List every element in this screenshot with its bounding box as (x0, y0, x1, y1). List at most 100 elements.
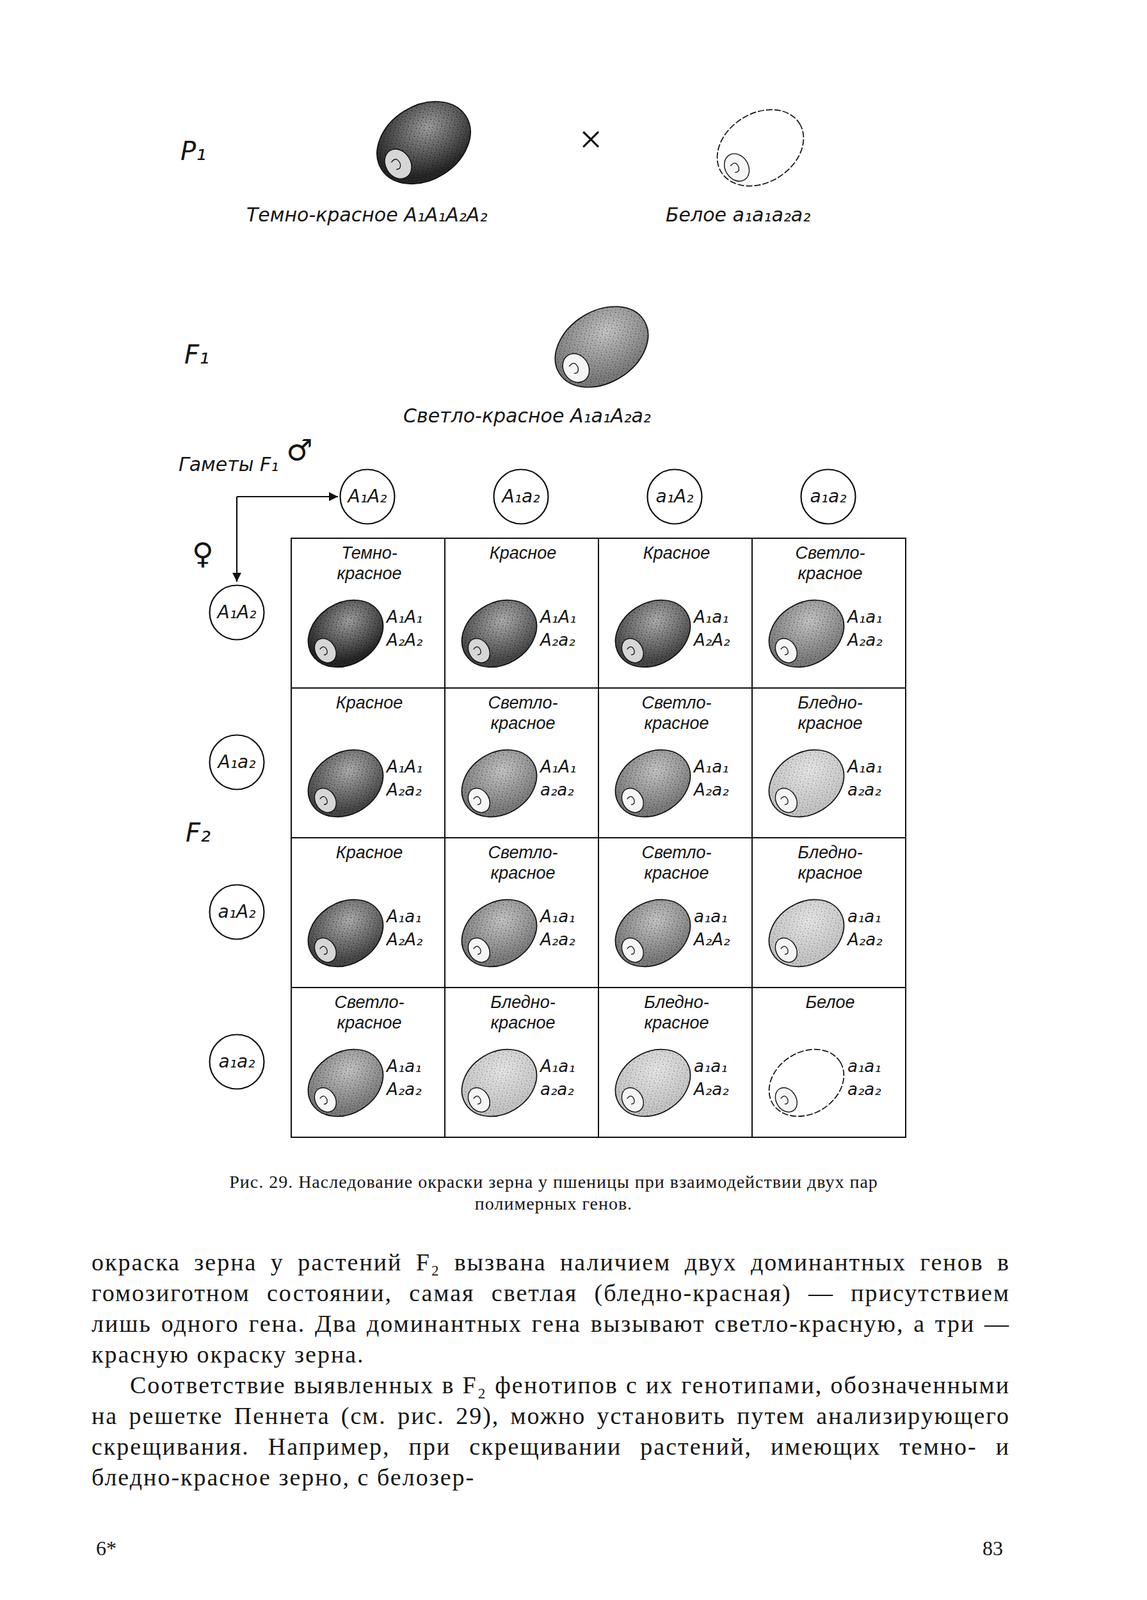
phenotype-name: Светло-красное (469, 842, 577, 884)
punnett-cell: Бледно-красное a₁a₁ A₂a₂ (597, 986, 753, 1139)
gamete-genotype: a₁a₂ (218, 1051, 256, 1073)
gametes-label: Гаметы F₁ (178, 453, 279, 477)
genotype-label: A₁a₁ A₂a₂ (847, 605, 903, 652)
phenotype-name: Светло-красное (316, 992, 423, 1034)
figure-caption: Рис. 29. Наследование окраски зерна у пш… (192, 1171, 916, 1215)
punnett-cell: КрасноеA₁A₁ A₂a₂ (444, 537, 600, 689)
wheat-grain (449, 586, 550, 681)
punnett-cell: Светло-красноеA₁a₁ A₂a₂ (444, 837, 600, 989)
genotype-label: A₁a₁ A₂a₂ (540, 905, 596, 952)
parent-genotype: Белое a₁a₁a₂a₂ (665, 203, 811, 227)
phenotype-name: Светло-красное (777, 542, 884, 584)
generation-label: F₁ (184, 339, 210, 370)
phenotype-name: Светло-красное (469, 692, 577, 734)
wheat-grain (295, 1035, 396, 1130)
phenotype-name: Красное (623, 542, 730, 564)
genotype-label: A₁a₁ a₂a₂ (847, 755, 903, 802)
wheat-grain (295, 736, 396, 831)
wheat-grain (295, 885, 396, 980)
phenotype-name: Бледно-красное (777, 692, 884, 734)
phenotype-name: Бледно-красное (623, 992, 730, 1034)
body-text: Соответствие выявленных в F₂ фенотипов с… (91, 1369, 1011, 1493)
punnett-cell: Светло-красноеA₁a₁ A₂a₂ (751, 537, 907, 689)
gamete-circle: A₁A₂ (208, 584, 265, 641)
genotype-label: A₁A₁ A₂a₂ (540, 605, 596, 652)
wheat-grain (602, 885, 703, 980)
phenotype-name: Красное (316, 692, 423, 714)
genotype-label: A₁a₁ A₂a₂ (693, 755, 749, 802)
phenotype-name: Белое (777, 992, 884, 1013)
wheat-grain (602, 586, 703, 681)
wheat-grain (756, 885, 857, 980)
genotype-label: A₁A₁ a₂a₂ (540, 755, 596, 802)
hybrid-genotype: Светло-красное A₁a₁A₂a₂ (403, 404, 651, 428)
gamete-circle: A₁a₂ (492, 468, 550, 525)
wheat-grain (449, 1035, 550, 1130)
gamete-genotype: a₁a₂ (810, 486, 847, 507)
phenotype-name: Красное (316, 842, 423, 863)
wheat-grain (756, 586, 857, 681)
wheat-grain (361, 84, 486, 201)
punnett-cell: Светло-красноеA₁a₁ A₂a₂ (290, 986, 446, 1139)
genotype-label: a₁a₁ A₂a₂ (847, 905, 903, 952)
wheat-grain (449, 736, 550, 831)
wheat-grain (602, 1035, 703, 1130)
wheat-grain (756, 736, 857, 831)
genotype-label: A₁A₁ A₂A₂ (386, 605, 442, 652)
gamete-circle: a₁A₂ (208, 883, 265, 941)
phenotype-name: Светло-красное (623, 692, 730, 734)
genotype-label: A₁a₁ a₂a₂ (540, 1054, 596, 1101)
wheat-grain (540, 289, 664, 404)
wheat-grain (702, 94, 818, 202)
gamete-genotype: A₁A₂ (348, 486, 388, 507)
genotype-label: A₁A₁ A₂a₂ (386, 755, 442, 802)
gamete-circle: a₁a₂ (208, 1033, 265, 1091)
generation-label: F₂ (185, 817, 211, 849)
gamete-circle: A₁a₂ (208, 734, 265, 791)
gamete-genotype: A₁a₂ (218, 752, 257, 773)
grain-drawings (295, 84, 857, 1130)
cross-sign: × (579, 115, 603, 165)
phenotype-name: Бледно-красное (469, 992, 577, 1034)
punnett-cell: Светло-красноеA₁A₁ a₂a₂ (444, 687, 600, 839)
punnett-cell: Белое a₁a₁ a₂a₂ (751, 986, 907, 1139)
phenotype-name: Светло-красное (623, 842, 730, 884)
punnett-cell: Бледно-красноеA₁a₁ a₂a₂ (444, 986, 600, 1139)
punnett-cell: КрасноеA₁a₁ A₂A₂ (290, 837, 446, 989)
body-text: окраска зерна у растений F₂ вызвана нали… (91, 1246, 1011, 1370)
punnett-cell: КрасноеA₁A₁ A₂a₂ (290, 687, 446, 839)
genotype-label: A₁a₁ A₂A₂ (386, 905, 442, 952)
gamete-arrow (236, 496, 238, 582)
page-number: 83 (982, 1536, 1003, 1561)
gamete-arrow (236, 496, 338, 498)
punnett-cell: КрасноеA₁a₁ A₂A₂ (597, 537, 753, 689)
phenotype-name: Красное (469, 542, 577, 564)
gamete-circle: a₁A₂ (646, 468, 703, 525)
wheat-grain (295, 586, 396, 681)
gamete-genotype: A₁a₂ (502, 486, 541, 507)
genotype-label: a₁a₁ A₂a₂ (693, 1054, 749, 1101)
wheat-grain (756, 1035, 857, 1130)
male-symbol: ♂ (286, 432, 313, 468)
female-symbol: ♀ (192, 536, 214, 572)
punnett-cell: Темно-красноеA₁A₁ A₂A₂ (290, 537, 446, 689)
genotype-label: a₁a₁ a₂a₂ (847, 1054, 903, 1101)
gamete-genotype: A₁A₂ (217, 602, 257, 623)
gamete-circle: A₁A₂ (339, 468, 396, 525)
gamete-genotype: a₁A₂ (656, 486, 694, 507)
gamete-genotype: a₁A₂ (218, 901, 257, 923)
wheat-grain (449, 885, 550, 980)
phenotype-name: Темно-красное (316, 542, 423, 584)
genotype-label: A₁a₁ A₂a₂ (386, 1054, 442, 1101)
generation-label: P₁ (180, 135, 207, 167)
genotype-label: a₁a₁ A₂A₂ (693, 905, 749, 952)
wheat-grain (602, 736, 703, 831)
punnett-cell: Светло-красноеA₁a₁ A₂a₂ (597, 687, 753, 839)
genotype-label: A₁a₁ A₂A₂ (693, 605, 749, 652)
phenotype-name: Бледно-красное (777, 842, 884, 884)
punnett-cell: Бледно-красное a₁a₁ A₂a₂ (751, 837, 907, 989)
page-number: 6* (96, 1536, 117, 1561)
punnett-cell: Светло-красное a₁a₁ A₂A₂ (597, 837, 753, 989)
parent-genotype: Темно-красное A₁A₁A₂A₂ (246, 203, 488, 227)
